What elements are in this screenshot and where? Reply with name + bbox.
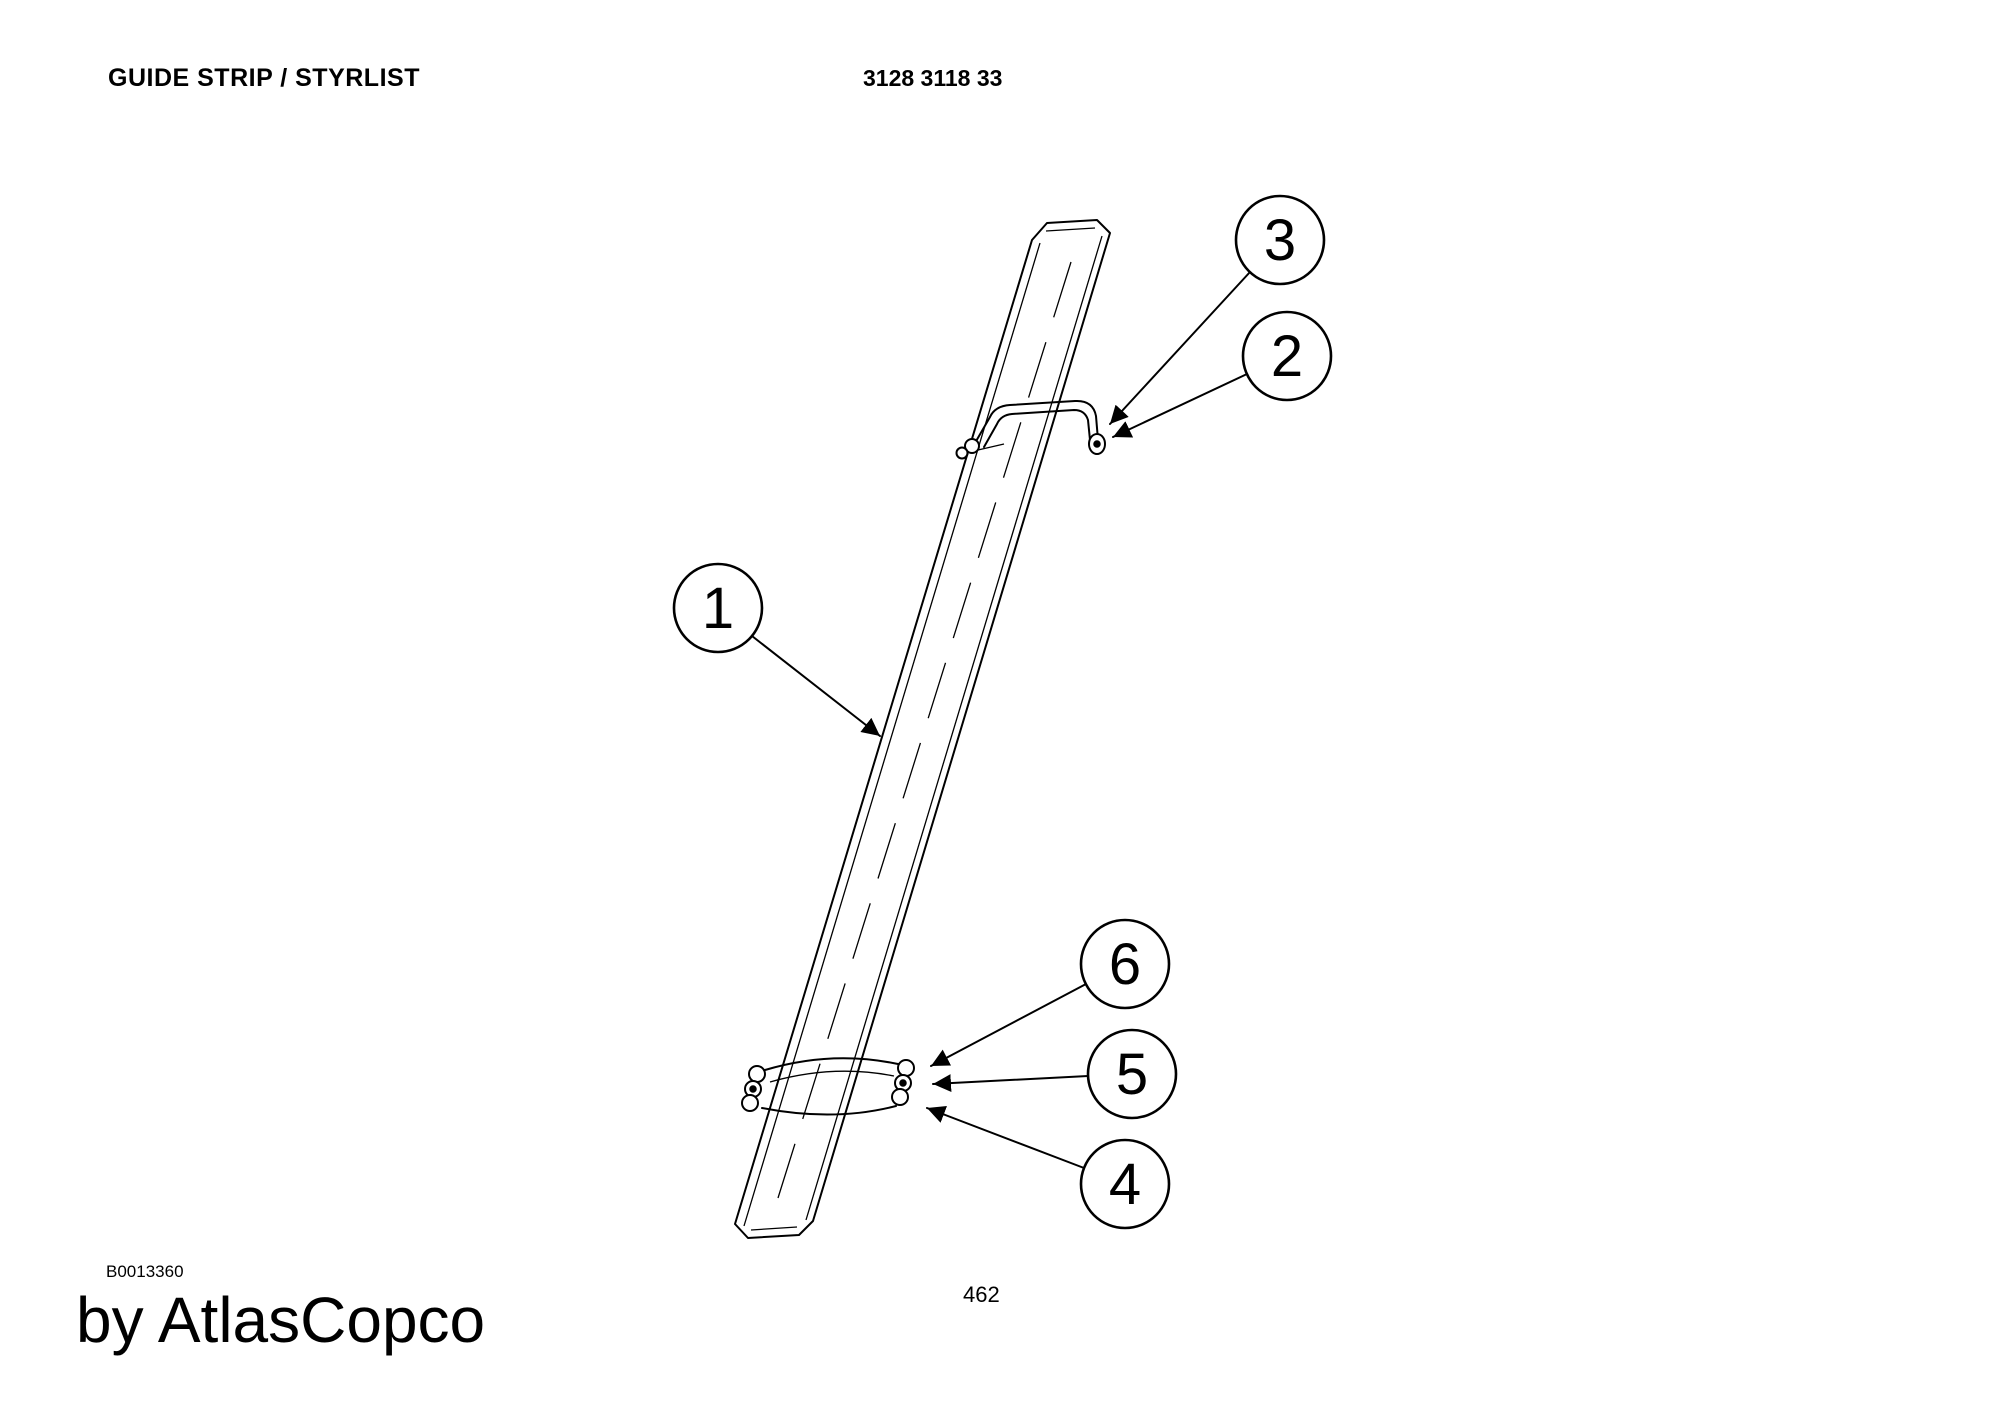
upper-clamp-nut-center: [1093, 440, 1101, 448]
lower-clamp-left-bolt-center: [749, 1085, 757, 1093]
page-title: GUIDE STRIP / STYRLIST: [108, 64, 420, 92]
callout-2: 2: [1241, 310, 1333, 402]
lower-clamp-strap-upper: [764, 1057, 899, 1071]
arrow-callout-5: [932, 1074, 1089, 1093]
lower-clamp-strap-edge: [769, 1070, 895, 1083]
upper-clamp-screw-head: [964, 438, 980, 454]
callout-5: 5: [1086, 1028, 1178, 1120]
callout-6: 6: [1079, 918, 1171, 1010]
upper-clamp-assembly: [955, 399, 1106, 460]
callout-1: 1: [672, 562, 764, 654]
lower-clamp-right-bolt-3: [891, 1088, 909, 1106]
strip-centerline: [777, 261, 1072, 1199]
callout-2-label: 2: [1271, 324, 1303, 389]
callout-1-label: 1: [702, 576, 734, 641]
guide-strip-body: [734, 219, 1111, 1239]
callout-arrows: [751, 271, 1251, 1169]
callout-4: 4: [1079, 1138, 1171, 1230]
drawing-code: B0013360: [106, 1262, 184, 1281]
branding-text: by AtlasCopco: [76, 1284, 486, 1356]
callout-4-label: 4: [1109, 1152, 1141, 1217]
arrow-callout-2: [1112, 373, 1248, 438]
callout-4-circle: [1079, 1138, 1171, 1230]
arrow-callout-6: [930, 983, 1087, 1067]
upper-clamp-strap-inner: [983, 409, 1091, 448]
lower-clamp-right-bolt-center: [899, 1079, 907, 1087]
strip-top-cap-inner: [1045, 227, 1096, 232]
callout-1-circle: [672, 562, 764, 654]
callout-5-circle: [1086, 1028, 1178, 1120]
callout-3-label: 3: [1264, 208, 1296, 273]
strip-inner-edge-left: [743, 242, 1041, 1227]
strip-outline: [734, 219, 1111, 1239]
callout-2-circle: [1241, 310, 1333, 402]
upper-clamp-screw-head-2: [955, 446, 969, 460]
page-number: 462: [963, 1282, 1000, 1307]
document-number: 3128 3118 33: [863, 65, 1003, 91]
arrow-callout-4: [926, 1106, 1085, 1169]
callout-5-label: 5: [1116, 1042, 1148, 1107]
callout-6-label: 6: [1109, 932, 1141, 997]
arrow-callout-1: [751, 635, 881, 737]
callout-3-circle: [1234, 194, 1326, 286]
upper-clamp-strap-outer: [974, 399, 1099, 444]
lower-clamp-strap-lower: [761, 1105, 897, 1116]
callout-balloons: 1 3 2 6 5 4: [672, 194, 1333, 1230]
strip-bottom-cap-inner: [750, 1226, 798, 1231]
upper-clamp-tab: [977, 443, 1005, 451]
callout-6-circle: [1079, 918, 1171, 1010]
lower-clamp-assembly: [741, 1057, 915, 1116]
lower-clamp-left-bolt-3: [741, 1094, 759, 1112]
lower-clamp-right-bolt-1: [897, 1059, 915, 1077]
callout-3: 3: [1234, 194, 1326, 286]
lower-clamp-left-bolt-1: [748, 1065, 766, 1083]
strip-inner-edge-right: [805, 235, 1103, 1221]
arrow-callout-3: [1109, 271, 1251, 425]
